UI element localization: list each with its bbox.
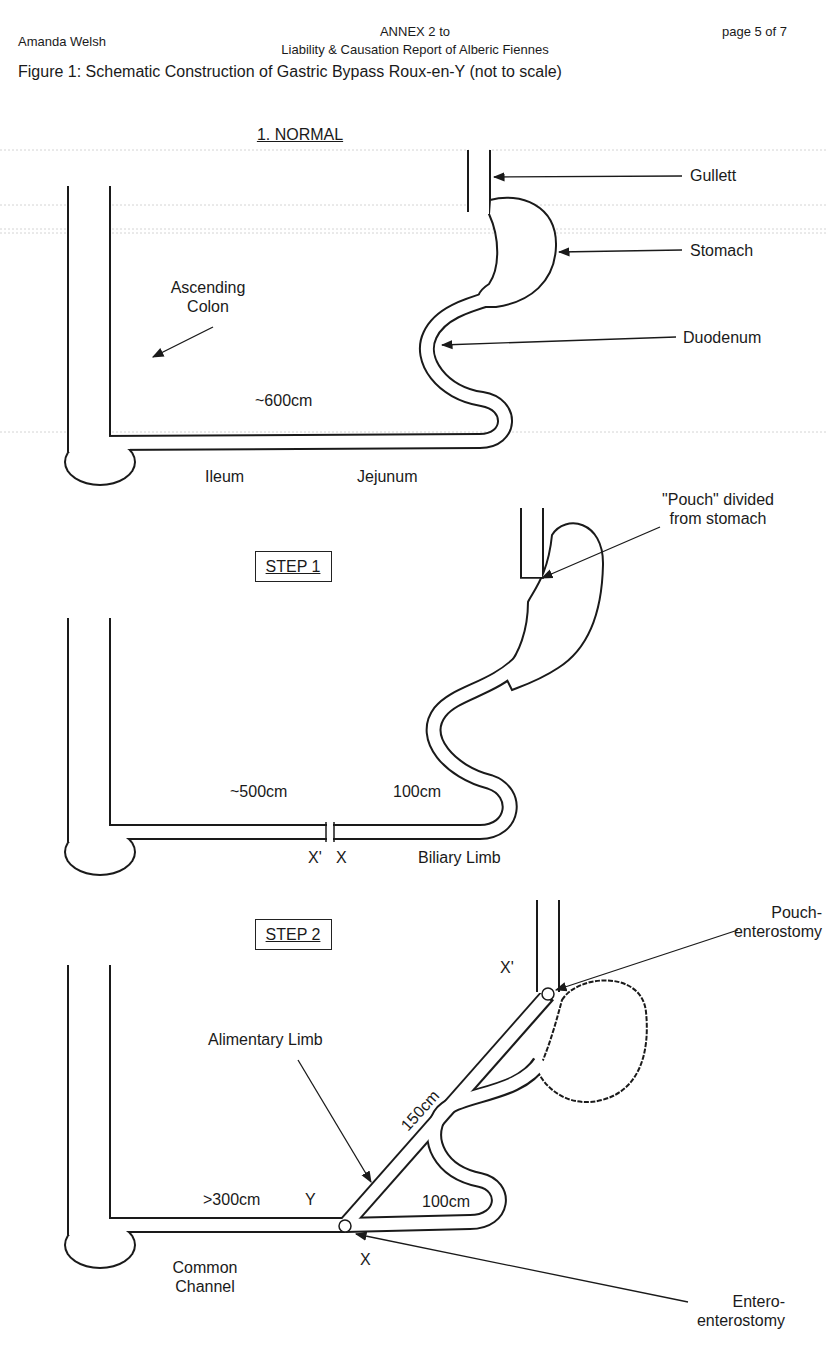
anatomy-label: Biliary Limb <box>418 848 501 867</box>
anatomy-label: 1. NORMAL <box>230 125 370 144</box>
anatomy-label: Pouch- enterostomy <box>722 903 822 941</box>
scan-lines-part <box>0 233 828 234</box>
step1-anatomy-part-part <box>520 577 544 579</box>
anatomy-label: Ascending Colon <box>158 278 258 316</box>
anatomy-label: Amanda Welsh <box>18 34 106 50</box>
anatomy-label: Entero- enterostomy <box>675 1292 785 1330</box>
anatomy-label: ~500cm <box>230 782 287 801</box>
leader-arrows-part <box>153 327 213 357</box>
normal-anatomy-part-part <box>69 184 109 452</box>
step1-anatomy-part-part <box>100 826 327 838</box>
leader-arrows <box>153 176 738 1302</box>
scan-lines-part <box>0 229 828 230</box>
step1-anatomy-part-part <box>325 822 327 842</box>
step1-anatomy-part-part <box>333 822 335 842</box>
anatomy-label: Jejunum <box>357 467 417 486</box>
normal-anatomy-part <box>100 437 130 449</box>
step2-anatomy-part <box>339 1220 351 1232</box>
step1-anatomy-part-part <box>522 506 542 577</box>
step1-anatomy-part <box>89 508 532 842</box>
normal-anatomy-part <box>89 148 505 452</box>
scan-lines-part <box>0 205 828 206</box>
step2-anatomy-part-part <box>100 1219 345 1231</box>
step1-anatomy-part-part <box>69 616 109 842</box>
anatomy-label: >300cm <box>203 1190 260 1209</box>
step1-anatomy-part <box>100 826 130 838</box>
figure-title: Figure 1: Schematic Construction of Gast… <box>18 62 562 81</box>
normal-anatomy-part-part <box>469 148 489 214</box>
step2-anatomy-part-part <box>345 997 546 1225</box>
anatomy-label: Stomach <box>690 241 753 260</box>
normal-anatomy-part <box>478 198 556 307</box>
anatomy-label: Alimentary Limb <box>208 1030 323 1049</box>
anatomy-label: Ileum <box>205 467 244 486</box>
step-heading: STEP 2 <box>266 925 321 944</box>
scan-lines-part <box>0 150 828 151</box>
scan-lines <box>0 150 828 432</box>
step2-anatomy-part-part <box>538 898 558 993</box>
step2-anatomy-part <box>538 980 647 1102</box>
step1-anatomy-part <box>326 578 544 842</box>
normal-anatomy-part <box>66 440 134 484</box>
anatomy-label: Liability & Causation Report of Alberic … <box>225 42 605 58</box>
step-heading: STEP 1 <box>266 557 321 576</box>
anatomy-label: ~600cm <box>255 391 312 410</box>
step2-anatomy-part <box>100 1219 130 1231</box>
step2-anatomy-part <box>66 1223 134 1267</box>
normal-anatomy <box>64 148 556 486</box>
leader-arrows-part <box>542 527 660 578</box>
anatomy-label: X <box>336 848 347 867</box>
anatomy-label: ANNEX 2 to <box>235 24 595 40</box>
leader-arrows-part <box>356 1234 688 1302</box>
step2-anatomy-part-part <box>69 963 109 1235</box>
anatomy-label: Duodenum <box>683 328 761 347</box>
step2-anatomy-part <box>89 898 548 1235</box>
leader-arrows-part <box>556 930 738 990</box>
leader-arrows-part <box>298 1060 371 1182</box>
step-box: STEP 2 <box>255 919 332 950</box>
normal-anatomy-part-part <box>100 297 505 443</box>
anatomy-label: Y <box>305 1190 316 1209</box>
step1-anatomy-part-part <box>333 660 522 832</box>
step1-anatomy-part <box>66 830 134 874</box>
step-box: STEP 1 <box>255 551 332 582</box>
leader-arrows-part <box>442 337 676 345</box>
anatomy-label: Common Channel <box>160 1258 250 1296</box>
anatomy-label: X' <box>500 958 514 977</box>
leader-arrows-part <box>494 176 682 177</box>
anatomy-label: "Pouch" divided from stomach <box>653 490 783 528</box>
anatomy-label: X <box>360 1250 371 1269</box>
anatomy-label: 150cm <box>393 1082 447 1139</box>
step2-anatomy-part <box>89 900 548 1235</box>
leader-arrows-part <box>559 250 682 252</box>
step2-anatomy-part <box>542 988 554 1000</box>
anatomy-label: X' <box>308 848 322 867</box>
step2-anatomy <box>64 898 647 1269</box>
step1-anatomy <box>64 506 603 876</box>
anatomy-label: 100cm <box>393 782 441 801</box>
step1-anatomy-part <box>89 506 532 842</box>
scan-lines-part <box>0 432 828 433</box>
step2-anatomy-part-part <box>345 995 548 1225</box>
normal-anatomy-part <box>89 150 505 452</box>
anatomy-label: Gullett <box>690 166 736 185</box>
anatomy-label: 100cm <box>422 1192 470 1211</box>
anatomy-label: page 5 of 7 <box>722 24 787 40</box>
